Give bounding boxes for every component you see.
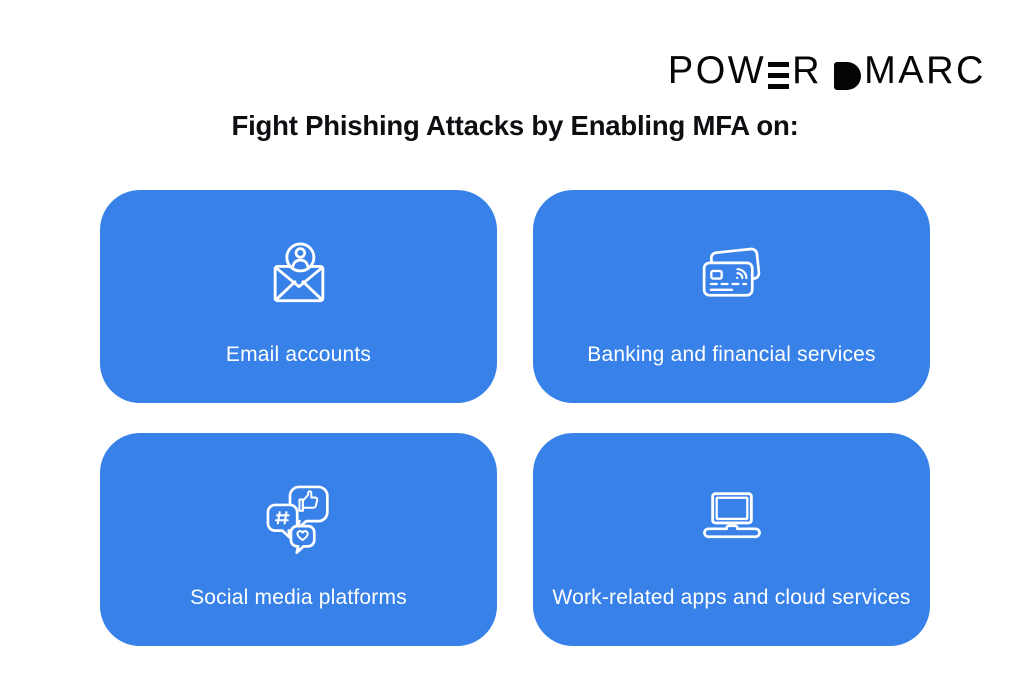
card-email-accounts: Email accounts <box>100 190 497 403</box>
laptop-icon <box>696 482 768 554</box>
logo-letter-d-solid <box>834 62 862 90</box>
card-label: Banking and financial services <box>587 343 876 366</box>
email-account-icon <box>263 239 335 311</box>
page-title: Fight Phishing Attacks by Enabling MFA o… <box>231 110 799 141</box>
card-work-apps-cloud: Work-related apps and cloud services <box>533 433 930 646</box>
card-label: Email accounts <box>225 343 372 366</box>
logo-text-marc: MARC <box>864 49 986 93</box>
logo-text-r: R <box>792 49 823 93</box>
card-label: Social media platforms <box>190 586 407 609</box>
credit-card-contactless-icon <box>696 239 768 311</box>
card-label: Work-related apps and cloud services <box>552 586 911 609</box>
logo-letter-e-bars <box>768 62 790 89</box>
powerdmarc-logo: POW R MARC <box>667 49 986 93</box>
card-social-media: Social media platforms <box>100 433 497 646</box>
card-banking-financial: Banking and financial services <box>533 190 930 403</box>
logo-text-pow: POW <box>667 49 767 93</box>
social-chat-bubbles-icon <box>263 482 335 554</box>
mfa-card-grid: Email accounts Banking and financial ser… <box>100 190 930 646</box>
